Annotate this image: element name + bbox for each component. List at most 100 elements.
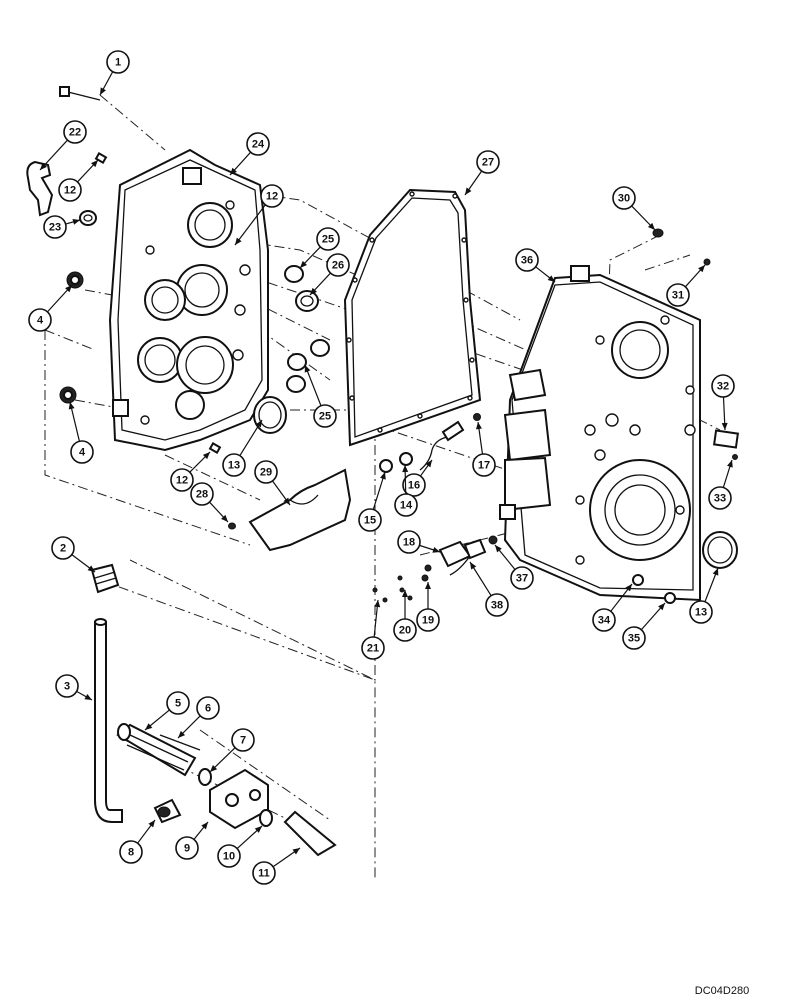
callout-arrowhead: [254, 826, 262, 833]
part-27-gasket: [343, 188, 482, 447]
callout-number: 34: [598, 615, 611, 627]
callout-circle: [416, 608, 440, 632]
callout-arrowhead: [432, 546, 440, 553]
drawing-code: DC04D280: [695, 985, 749, 997]
callout-arrowhead: [235, 237, 242, 245]
gasket-holes: [346, 191, 475, 433]
callout-10: 10: [217, 825, 263, 868]
callout-number: 2: [60, 543, 66, 555]
callout-12: 12: [170, 451, 211, 492]
callout-circle: [119, 840, 143, 864]
callout-arrowhead: [300, 260, 308, 268]
callout-arrowhead: [304, 365, 311, 373]
part-26-ring: [295, 290, 319, 312]
part-34-ring: [632, 574, 644, 586]
part-8-plug: [153, 798, 182, 824]
callout-23: 23: [43, 215, 81, 239]
part-30-plug: [652, 228, 664, 238]
part-36-rear-housing: [499, 265, 701, 602]
part-33-screw: [732, 454, 738, 460]
callout-circle: [397, 530, 421, 554]
callout-circle: [63, 120, 87, 144]
callout-number: 35: [628, 633, 640, 645]
callout-arrowhead: [727, 460, 733, 468]
callout-arrowhead: [465, 187, 472, 195]
callout-arrowhead: [470, 562, 477, 570]
callout-14: 14: [394, 464, 418, 517]
callout-number: 1: [115, 57, 121, 69]
callout-number: 9: [184, 843, 190, 855]
callout-arrowhead: [402, 590, 408, 597]
callout-19: 19: [416, 582, 440, 632]
callout-circle: [231, 728, 255, 752]
callout-number: 20: [399, 625, 411, 637]
callout-number: 23: [49, 222, 61, 234]
callout-27: 27: [464, 150, 500, 196]
callout-number: 28: [196, 489, 208, 501]
callout-12: 12: [58, 159, 99, 202]
part-13-seals: [253, 396, 738, 569]
callout-4: 4: [68, 401, 94, 464]
part-29-shield: [248, 468, 352, 552]
callout-number: 7: [240, 735, 246, 747]
part-1-bolt: [59, 86, 101, 101]
callout-number: 13: [695, 607, 707, 619]
part-16-sensor: [419, 420, 465, 471]
part-10-ring: [259, 809, 273, 827]
callout-arrowhead: [178, 730, 186, 738]
callout-circle: [510, 566, 534, 590]
callout-circle: [316, 227, 340, 251]
callout-circle: [217, 844, 241, 868]
callout-leader: [304, 364, 322, 406]
part-38-switch: [449, 538, 487, 576]
callout-circle: [358, 508, 382, 532]
callout-number: 22: [69, 127, 81, 139]
callout-22: 22: [39, 120, 87, 171]
callout-circle: [394, 493, 418, 517]
callout-number: 12: [176, 475, 188, 487]
callout-4: 4: [28, 284, 73, 332]
callout-36: 36: [515, 248, 556, 283]
callout-arrowhead: [647, 222, 655, 230]
callout-circle: [666, 283, 690, 307]
callout-arrowhead: [230, 167, 237, 175]
callout-17: 17: [472, 421, 496, 477]
part-5-filter-screen: [116, 723, 197, 777]
callout-circle: [485, 593, 509, 617]
part-28-pin: [228, 522, 236, 530]
callout-13: 13: [222, 419, 263, 477]
callout-number: 32: [717, 381, 729, 393]
callout-number: 21: [367, 643, 379, 655]
callout-number: 38: [491, 600, 503, 612]
callout-arrowhead: [712, 568, 719, 576]
callout-number: 17: [478, 460, 490, 472]
part-23-bushing: [79, 210, 97, 226]
callout-circle: [106, 50, 130, 74]
callout-13: 13: [689, 567, 719, 624]
part-17-ring: [473, 413, 481, 421]
callout-arrowhead: [100, 87, 106, 95]
callout-circle: [246, 132, 270, 156]
callout-number: 33: [714, 493, 726, 505]
callout-number: 14: [400, 500, 413, 512]
callout-circle: [622, 626, 646, 650]
callout-30: 30: [612, 186, 656, 231]
callout-leader: [239, 419, 263, 456]
callout-25: 25: [304, 364, 337, 428]
callout-arrowhead: [40, 162, 47, 170]
callout-arrowhead: [84, 693, 92, 700]
part-20-screws: [397, 575, 413, 601]
callout-32: 32: [711, 374, 735, 431]
callout-arrowhead: [292, 848, 300, 855]
callout-number: 29: [260, 467, 272, 479]
part-32-plate: [713, 429, 739, 449]
callout-28: 28: [190, 482, 229, 523]
callout-arrowhead: [201, 822, 208, 830]
part-21-screws: [372, 587, 388, 603]
part-2-fitting: [90, 563, 120, 594]
callout-number: 13: [228, 460, 240, 472]
callout-circle: [592, 608, 616, 632]
callout-20: 20: [393, 590, 417, 642]
